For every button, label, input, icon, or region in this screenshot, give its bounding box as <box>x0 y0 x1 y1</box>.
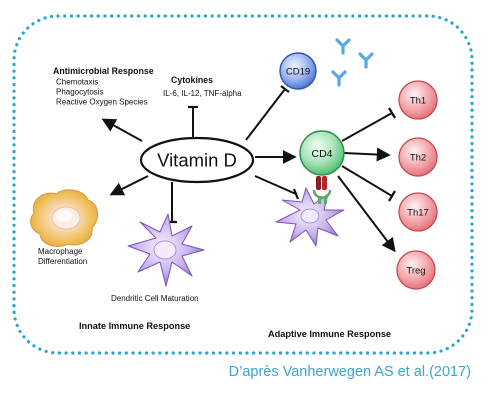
dotted-border <box>12 14 474 355</box>
inhibition-bar-th1 <box>388 107 396 119</box>
inhibition-to-th1 <box>341 112 393 142</box>
inhibition-bar-cd19 <box>280 85 290 93</box>
arrow-to-antimicrobial <box>101 118 143 142</box>
adaptive-heading: Adaptive Immune Response <box>268 329 391 339</box>
arrow-to-th2 <box>343 147 391 162</box>
arrow-to-macrophage <box>109 175 149 196</box>
th2-cell <box>398 137 438 177</box>
antimicrobial-item-2: Phagocytosis <box>56 88 104 97</box>
th1-label: Th1 <box>410 96 426 107</box>
antimicrobial-item-3: Reactive Oxygen Species <box>56 98 148 107</box>
cd4-label: CD4 <box>311 148 332 160</box>
dendritic-cell-innate <box>127 213 205 287</box>
innate-heading: Innate Immune Response <box>79 321 190 331</box>
inhibition-to-th17 <box>341 165 393 197</box>
antimicrobial-title: Antimicrobial Response <box>53 66 154 76</box>
cytokines-items: IL-6, IL-12, TNF-alpha <box>163 89 242 98</box>
th17-cell <box>398 192 438 232</box>
cd19-cell <box>279 52 317 90</box>
arrow-to-treg <box>337 175 396 253</box>
cytokines-title: Cytokines <box>171 75 213 85</box>
inhibition-bar-th17 <box>388 190 396 202</box>
macrophage-label-1: Macrophage <box>38 247 83 256</box>
th2-label: Th2 <box>410 153 426 164</box>
treg-label: Treg <box>406 266 425 277</box>
cd19-label: CD19 <box>286 67 310 78</box>
dendritic-cell-adaptive <box>275 187 345 247</box>
inhibition-to-cd19 <box>245 88 286 141</box>
dendritic-label: Dendritic Cell Maturation <box>111 294 199 303</box>
antibody-icon <box>331 38 374 87</box>
cd4-cell <box>299 130 345 176</box>
macrophage-label-2: Differentiation <box>38 257 87 266</box>
th1-cell <box>398 80 438 120</box>
inhibition-bar-dc-adaptive <box>292 188 300 200</box>
vitamin-d-ellipse <box>139 136 255 184</box>
inhibition-to-dc-adaptive <box>254 175 297 195</box>
vitamin-d-label: Vitamin D <box>157 150 237 171</box>
receptor-complex-icon <box>312 176 332 204</box>
citation-credit: D’après Vanherwegen AS et al.(2017) <box>228 364 471 380</box>
macrophage-cell <box>30 189 98 247</box>
th17-label: Th17 <box>407 208 429 219</box>
treg-cell <box>396 250 436 290</box>
antimicrobial-item-1: Chemotaxis <box>56 78 98 87</box>
